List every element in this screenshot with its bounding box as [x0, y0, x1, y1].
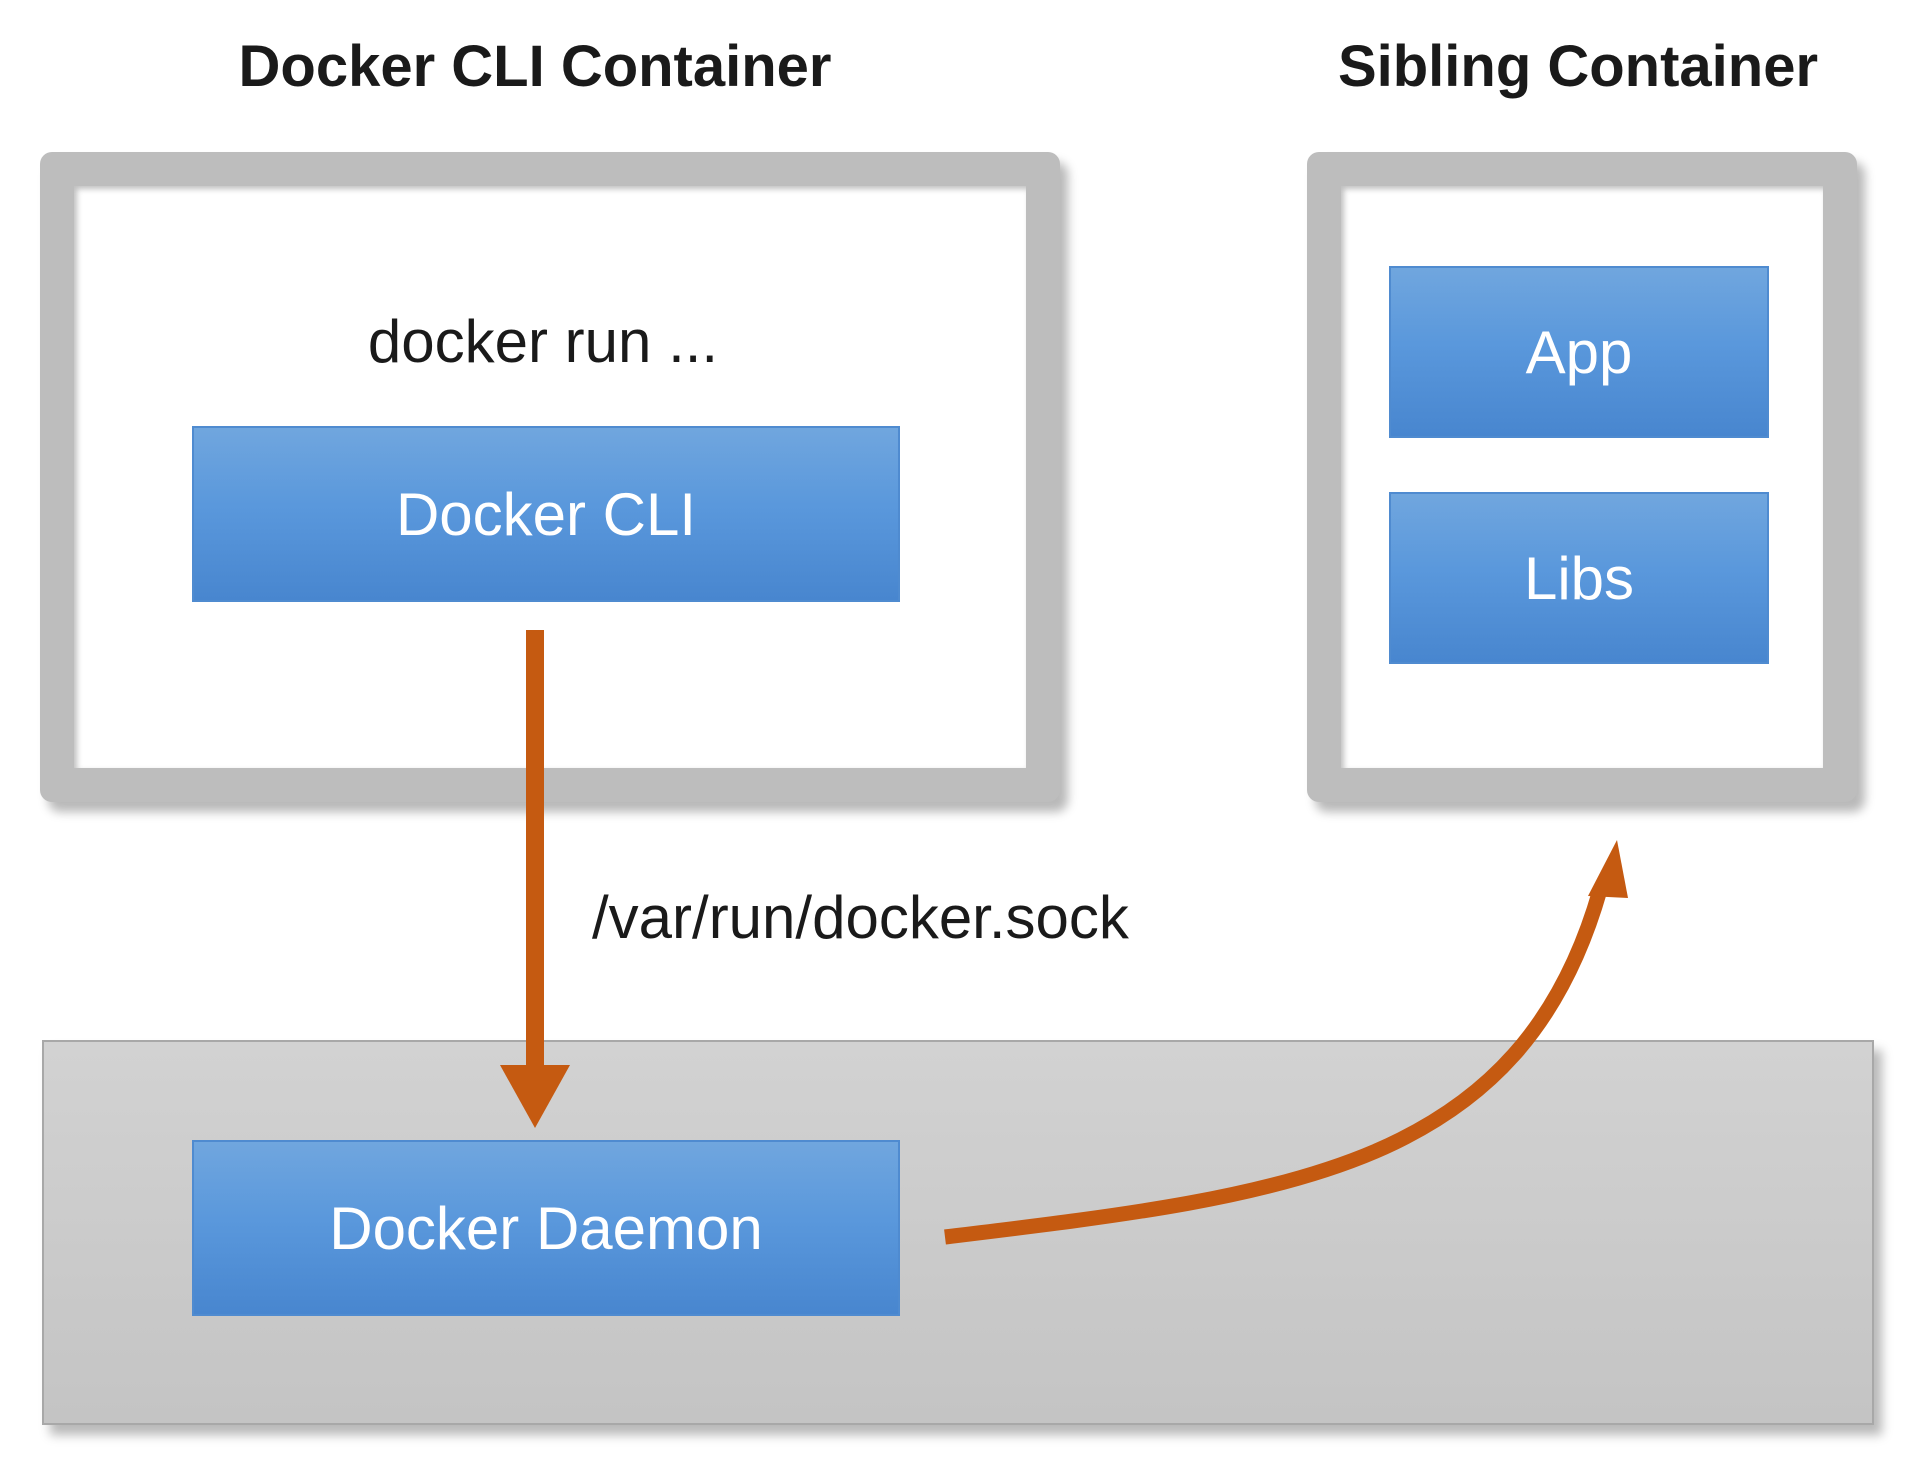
libs-box: Libs	[1389, 492, 1769, 664]
sibling-container-title: Sibling Container	[1337, 34, 1819, 99]
cli-container-title: Docker CLI Container	[238, 34, 832, 99]
app-box: App	[1389, 266, 1769, 438]
docker-cli-box: Docker CLI	[192, 426, 900, 602]
docker-sock-label: /var/run/docker.sock	[592, 884, 1129, 951]
docker-cli-label: Docker CLI	[395, 480, 697, 548]
sibling-container-frame	[1307, 152, 1857, 802]
libs-label: Libs	[1523, 544, 1635, 612]
docker-run-command: docker run ...	[367, 308, 719, 375]
app-label: App	[1525, 318, 1633, 386]
daemon-to-sibling-arrow-shaft	[944, 887, 1608, 1245]
docker-daemon-box: Docker Daemon	[192, 1140, 900, 1316]
docker-daemon-label: Docker Daemon	[329, 1194, 763, 1262]
cli-to-daemon-arrowhead	[500, 1065, 570, 1128]
daemon-to-sibling-arrowhead	[1588, 840, 1628, 898]
